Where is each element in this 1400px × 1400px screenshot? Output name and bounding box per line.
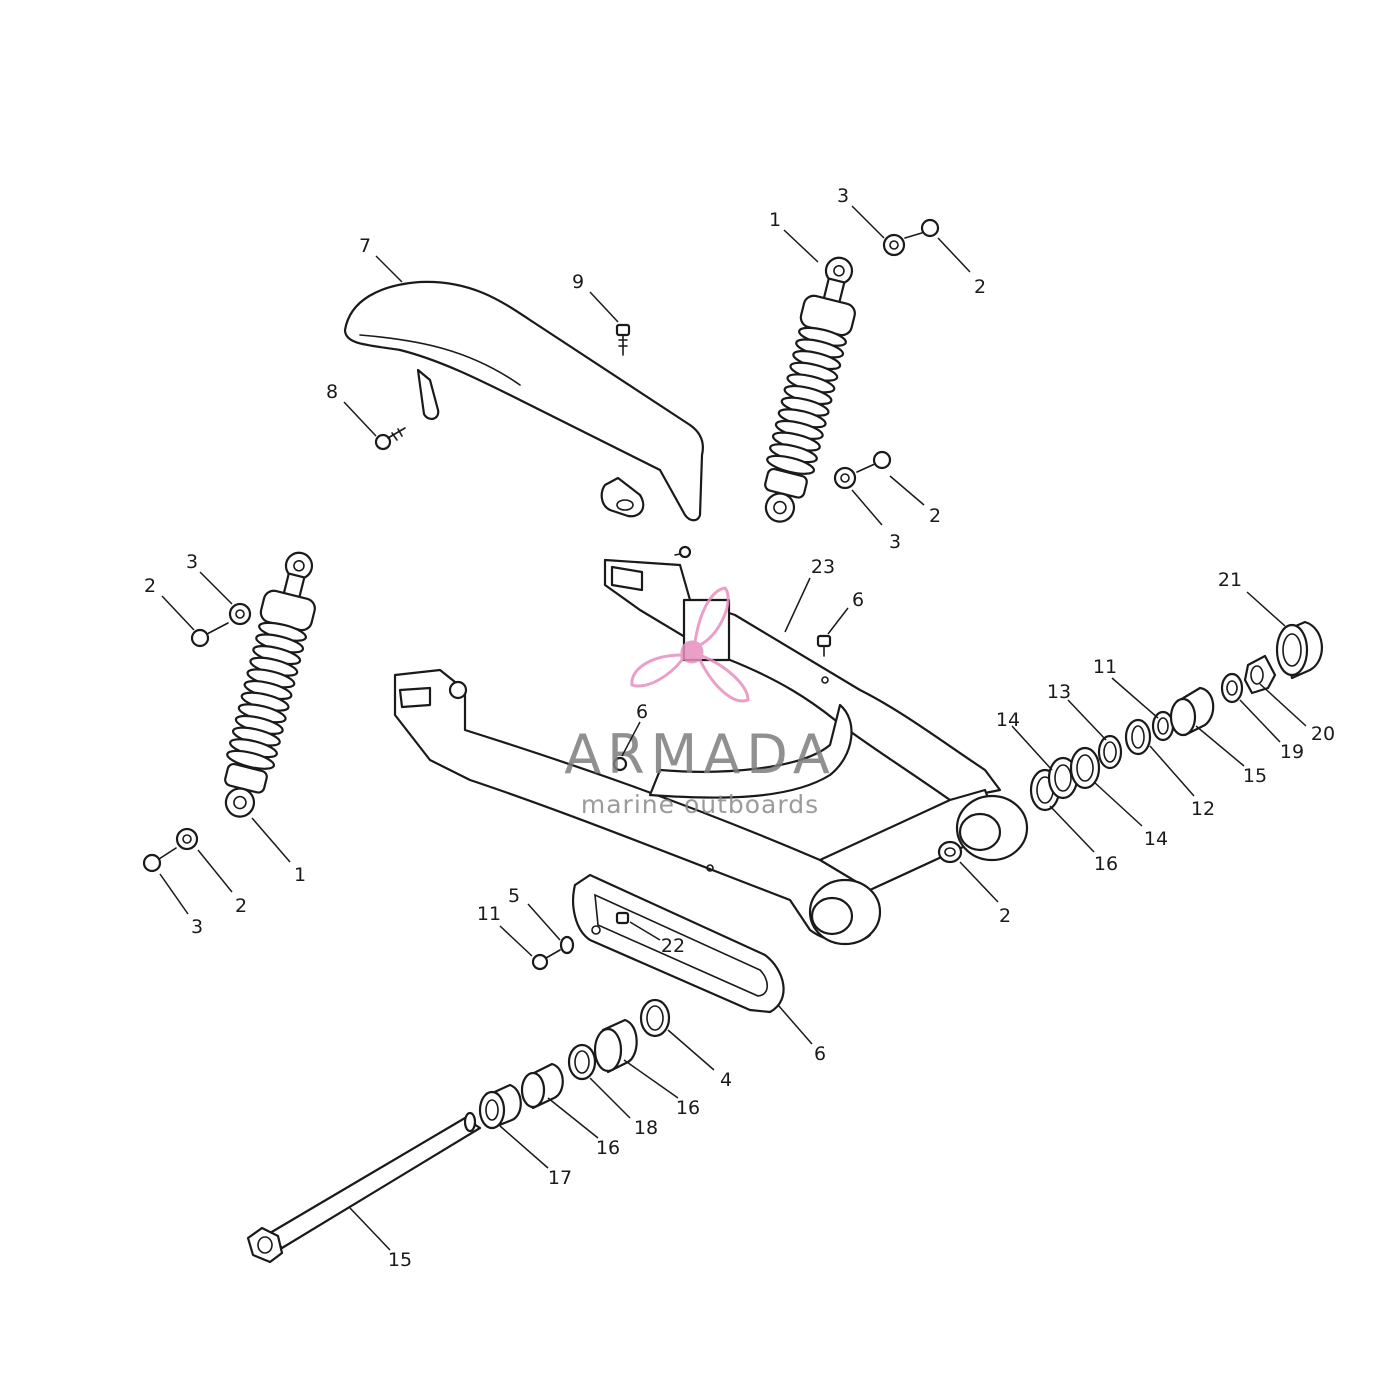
callout-22: 5 [508, 885, 520, 907]
bolt-part-8 [374, 427, 406, 451]
callout-15-left: 17 [548, 1167, 572, 1189]
chain-guard-part-7 [343, 280, 704, 522]
callout-13: 13 [1047, 681, 1071, 703]
washer-part-22 [559, 935, 575, 955]
bolt-part-2-top-right [904, 218, 940, 239]
callout-10: 15 [388, 1249, 412, 1271]
bushing-part-11-lower [937, 840, 963, 864]
callout-9: 9 [572, 271, 584, 293]
bolt-part-2-mid-right [856, 450, 892, 473]
propeller-icon [630, 586, 750, 703]
swingarm-part-23 [393, 545, 1029, 946]
pivot-axle-part-10 [246, 1111, 482, 1264]
callout-6-center: 6 [636, 701, 648, 723]
callout-19: 19 [1280, 741, 1304, 763]
callout-6-lower: 22 [661, 935, 685, 957]
cap-part-21 [1275, 620, 1324, 680]
shock-absorber-right-part-1 [764, 256, 856, 523]
seal-part-16-left-a [639, 998, 671, 1038]
callout-2-top: 2 [974, 276, 986, 298]
callout-11-lower: 2 [999, 905, 1011, 927]
callout-23: 23 [811, 556, 835, 578]
right-pivot-hardware [1029, 620, 1324, 812]
callout-2-left-lower: 3 [191, 916, 203, 938]
callout-1-top: 1 [769, 209, 781, 231]
bearing-part-14-right-b [1069, 746, 1101, 790]
callout-1-left: 1 [294, 864, 306, 886]
callout-7: 7 [359, 235, 371, 257]
washer-part-3-mid-right [833, 466, 857, 490]
watermark-brand: ARMADA [564, 723, 836, 786]
shock-absorber-left-part-1 [224, 551, 316, 818]
callout-15-right: 15 [1243, 765, 1267, 787]
callout-2-left-upper: 2 [144, 575, 156, 597]
callout-18: 16 [676, 1097, 700, 1119]
washer-part-3-top-right [882, 233, 906, 257]
washer-part-3-upper-left [228, 602, 252, 626]
bolt-part-9 [615, 323, 631, 356]
seal-part-16-left-b [567, 1043, 597, 1081]
watermark-tagline: marine outboards [581, 790, 819, 819]
callout-3-top: 3 [837, 185, 849, 207]
callout-14-left: 14 [996, 709, 1020, 731]
callout-8: 8 [326, 381, 338, 403]
sleeve-part-17 [520, 1062, 564, 1110]
callout-6-upper: 6 [852, 589, 864, 611]
callout-20: 20 [1311, 723, 1335, 745]
callout-16-left-a: 4 [720, 1069, 732, 1091]
callout-3-left-lower: 2 [235, 895, 247, 917]
circlip-part-13 [1097, 734, 1123, 770]
callout-3-mid: 3 [889, 531, 901, 553]
callout-21: 21 [1218, 569, 1242, 591]
armada-watermark: ARMADA marine outboards [564, 586, 836, 819]
leader-lines [159, 205, 1307, 1251]
callout-12: 12 [1191, 798, 1215, 820]
nut-part-20 [1243, 654, 1277, 695]
bolt-part-6-upper [816, 634, 832, 657]
callout-2-mid: 2 [929, 505, 941, 527]
bolt-part-2-upper-left [190, 622, 229, 648]
callout-3-left-upper: 3 [186, 551, 198, 573]
callout-5: 11 [477, 903, 501, 925]
washer-part-3-lower-left [175, 827, 199, 851]
callout-16-right: 16 [1094, 853, 1118, 875]
callout-14-right: 14 [1144, 828, 1168, 850]
callout-16-left-b: 18 [634, 1117, 658, 1139]
spacer-part-15-right [1169, 686, 1215, 737]
bolt-part-5 [531, 949, 561, 971]
chain-slider-part-4 [572, 873, 785, 1014]
spacer-part-15-left [478, 1083, 522, 1130]
callout-4: 6 [814, 1043, 826, 1065]
callout-11-upper: 11 [1093, 656, 1117, 678]
washer-part-19 [1220, 672, 1244, 704]
ring-part-12 [1124, 718, 1152, 756]
bolt-part-2-lower-left [142, 847, 177, 873]
callout-labels: 7 9 8 1 3 2 2 3 23 6 21 3 2 6 11 13 14 1… [144, 185, 1335, 1271]
callout-17: 16 [596, 1137, 620, 1159]
